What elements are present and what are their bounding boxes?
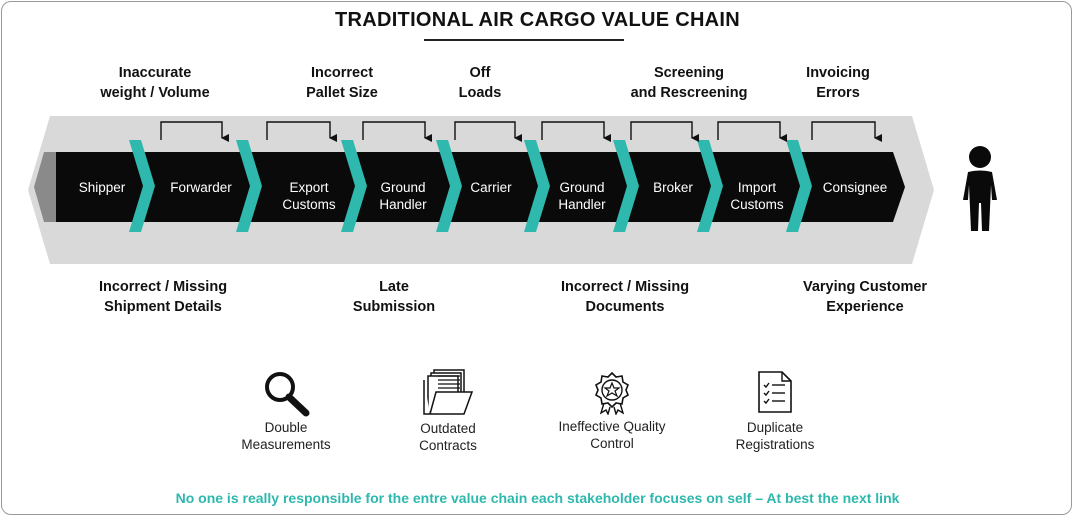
connector-7 — [717, 121, 787, 142]
folder-documents-icon — [423, 369, 474, 415]
connector-8 — [811, 121, 882, 142]
person-icon — [963, 146, 997, 231]
stage-carrier: Carrier — [470, 180, 512, 195]
stage-shipper: Shipper — [78, 180, 126, 195]
quality-badge-icon — [595, 371, 629, 415]
stage-consignee: Consignee — [822, 180, 888, 195]
connector-6 — [630, 121, 699, 142]
connector-3 — [362, 121, 432, 142]
stage-broker: Broker — [653, 180, 693, 195]
connector-1 — [160, 121, 229, 142]
connector-5 — [541, 121, 611, 142]
chevron-7 — [697, 140, 723, 232]
chevron-1 — [129, 140, 155, 232]
chevron-6 — [613, 140, 639, 232]
chevron-2 — [236, 140, 262, 232]
connector-2 — [266, 121, 337, 142]
footer-statement: No one is really responsible for the ent… — [175, 490, 900, 506]
chevron-5 — [524, 140, 550, 232]
chevron-4 — [436, 140, 462, 232]
magnifier-icon — [265, 372, 310, 417]
chain-start-bevel — [34, 152, 56, 222]
chevron-3 — [341, 140, 367, 232]
diagram-title: TRADITIONAL AIR CARGO VALUE CHAIN — [334, 9, 741, 31]
chain-body — [56, 152, 905, 222]
title-underline — [424, 39, 624, 41]
chevron-8 — [786, 140, 812, 232]
checklist-icon — [758, 371, 792, 413]
stage-forwarder: Forwarder — [170, 180, 232, 195]
connector-4 — [454, 121, 522, 142]
